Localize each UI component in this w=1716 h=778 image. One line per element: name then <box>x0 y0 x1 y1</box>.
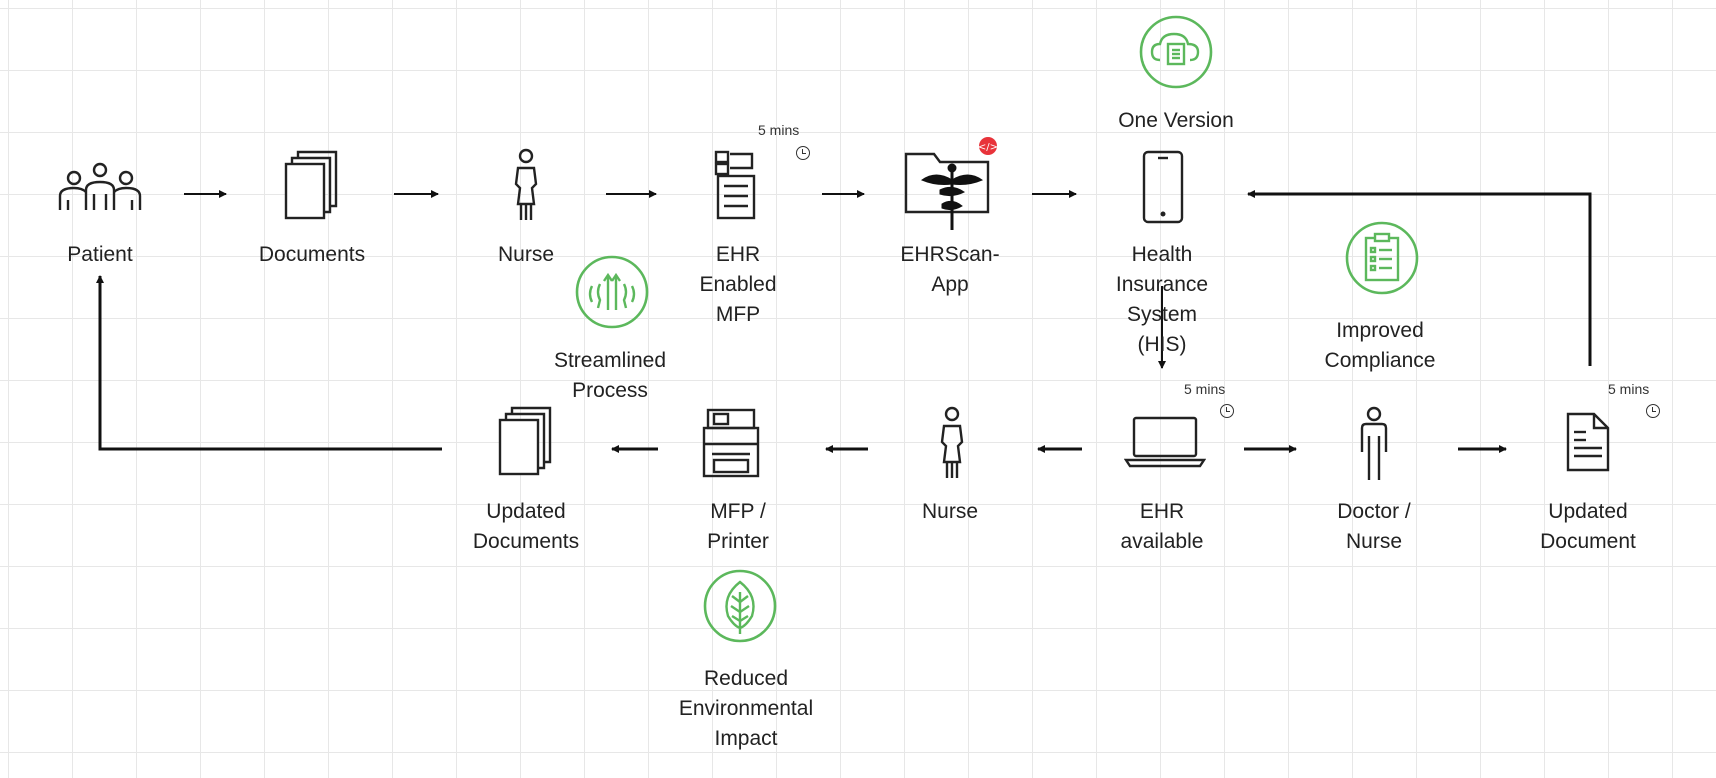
streamlined-process-label: Streamlined Process <box>553 349 667 402</box>
one-version-label: One Version <box>1118 109 1234 132</box>
mfp-device-icon <box>714 150 756 220</box>
medical-folder-icon: </> <box>904 137 998 230</box>
patient-label: Patient <box>67 243 133 266</box>
svg-text:</>: </> <box>978 142 998 153</box>
documents-stack-icon <box>498 406 552 476</box>
his-label: Health Insurance System (HIS) <box>1115 243 1209 356</box>
ehr-available-label: EHR available <box>1120 500 1204 553</box>
improved-compliance-label: Improved Compliance <box>1324 319 1436 372</box>
documents-stack-icon <box>284 150 338 220</box>
leaf-icon <box>703 569 777 643</box>
doc-time-label: 5 mins <box>1608 381 1650 397</box>
ehr-time-label: 5 mins <box>1184 381 1226 397</box>
doctor-nurse-label: Doctor / Nurse <box>1337 500 1411 553</box>
doctor-icon <box>1360 406 1388 480</box>
clock-icon <box>1646 404 1660 418</box>
reduced-environmental-label: Reduced Environmental Impact <box>678 667 814 750</box>
nurse-icon <box>514 148 538 220</box>
updated-documents-label: Updated Documents <box>472 500 580 553</box>
laptop-icon <box>1124 416 1206 468</box>
arrow-updated-documents-patient <box>96 275 442 451</box>
nurse-label-bottom: Nurse <box>921 500 979 523</box>
printer-icon <box>702 408 760 478</box>
checklist-clipboard-icon <box>1345 221 1419 295</box>
ehrscan-label: EHRScan- App <box>900 243 1000 296</box>
ehr-mfp-label: EHR Enabled MFP <box>699 243 777 326</box>
document-icon <box>1566 412 1610 472</box>
nurse-label-top: Nurse <box>497 243 555 266</box>
nurse-icon <box>940 406 964 478</box>
arrow-updated-document-his <box>1247 190 1592 366</box>
updated-document-label: Updated Document <box>1540 500 1636 553</box>
mfp-time-label: 5 mins <box>758 122 800 138</box>
documents-label: Documents <box>258 243 366 266</box>
clock-icon <box>796 146 810 160</box>
cloud-document-icon <box>1139 15 1213 89</box>
clock-icon <box>1220 404 1234 418</box>
patient-group-icon <box>58 162 142 210</box>
mfp-printer-label: MFP / Printer <box>707 500 769 553</box>
streamline-arrows-icon <box>575 255 649 329</box>
mobile-device-icon <box>1142 150 1184 224</box>
